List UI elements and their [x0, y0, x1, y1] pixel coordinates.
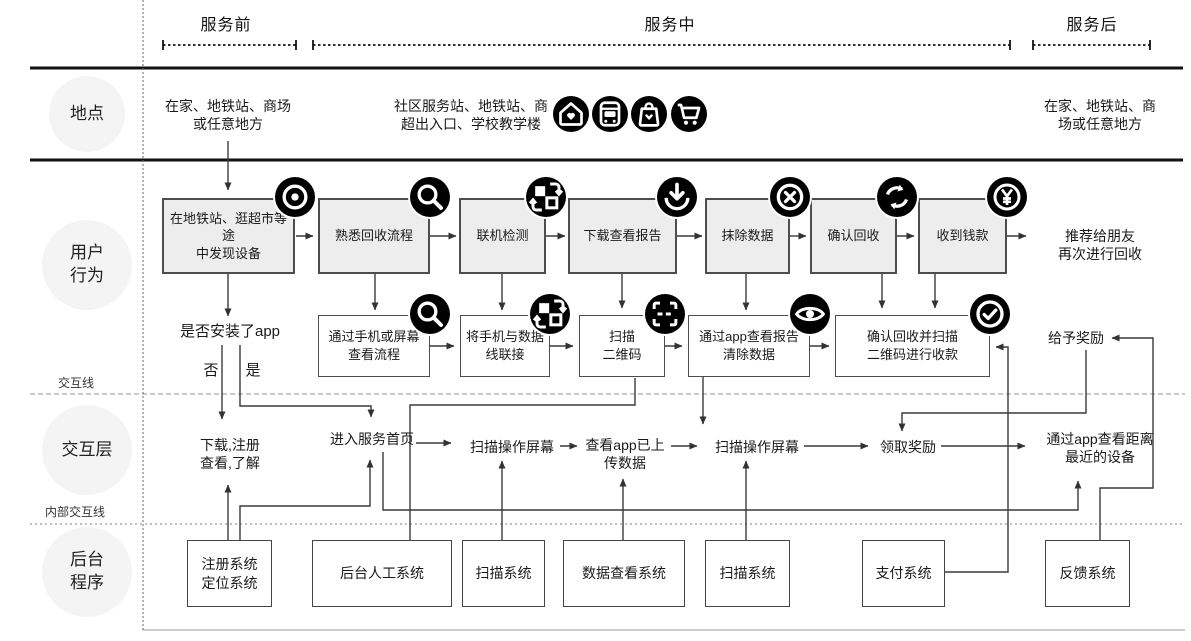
sync-icon: [530, 294, 570, 334]
step-confirm-and-scan-payment: 确认回收并扫描 二维码进行收款: [835, 315, 990, 377]
home-icon: [553, 96, 589, 132]
recycle-icon: [877, 177, 917, 217]
interaction-scan-operate-screen-1: 扫描操作屏幕: [470, 439, 554, 455]
step-download-report: 下载查看报告: [568, 198, 677, 274]
lane-backend: 后台 程序: [42, 527, 132, 617]
system-feedback: 反馈系统: [1045, 540, 1130, 607]
interaction-find-nearest-device: 通过app查看距离 最近的设备: [1046, 431, 1154, 466]
phase-during-service: 服务中: [644, 17, 696, 34]
sync-icon: [526, 177, 566, 217]
interaction-download-register: 下载,注册 查看,了解: [200, 437, 260, 472]
interaction-enter-service-home: 进入服务首页: [330, 431, 414, 447]
location-post-text: 在家、地铁站、商 场或任意地方: [1044, 98, 1156, 133]
step-connect-phone-cable: 将手机与数据 线联接: [460, 315, 550, 377]
recommend-friends-text: 推荐给朋友 再次进行回收: [1058, 228, 1142, 263]
location-pre-text: 在家、地铁站、商场 或任意地方: [165, 98, 291, 133]
search-icon: [410, 294, 450, 334]
internal-interaction-line-label: 内部交互线: [45, 505, 106, 519]
phase-bracket-lines: [162, 40, 1151, 50]
step-learn-recycle-process: 熟悉回收流程: [318, 198, 430, 274]
app-installed-question: 是否安装了app: [179, 323, 281, 340]
eye-icon: [790, 294, 830, 334]
system-data-view: 数据查看系统: [563, 540, 685, 607]
system-register-locate: 注册系统 定位系统: [187, 540, 272, 607]
lane-user-behavior: 用户 行为: [42, 220, 132, 310]
erase-icon: [770, 177, 810, 217]
give-reward-text: 给予奖励: [1048, 330, 1104, 346]
system-payment: 支付系统: [862, 540, 945, 607]
step-discover-device: 在地铁站、逛超市等途 中发现设备: [162, 198, 295, 274]
cart-icon: [671, 96, 707, 132]
branch-yes-label: 是: [245, 362, 261, 379]
check-icon: [970, 294, 1010, 334]
location-during-text: 社区服务站、地铁站、商 超出入口、学校教学楼: [394, 98, 548, 133]
bag-icon: [631, 96, 667, 132]
download-icon: [657, 177, 697, 217]
system-backend-manual: 后台人工系统: [312, 540, 452, 607]
step-view-process-on-screen: 通过手机或屏幕 查看流程: [318, 315, 430, 377]
lane-location: 地点: [49, 76, 125, 152]
system-scan-2: 扫描系统: [705, 540, 790, 607]
phase-pre-service: 服务前: [200, 17, 252, 34]
phase-post-service: 服务后: [1066, 17, 1118, 34]
bus-icon: [592, 96, 628, 132]
lane-interaction: 交互层: [42, 405, 132, 495]
discover-icon: [275, 177, 315, 217]
branch-no-label: 否: [203, 362, 219, 379]
scan-icon: [645, 294, 685, 334]
interaction-view-uploaded-data: 查看app已上 传数据: [585, 437, 665, 472]
interaction-claim-reward: 领取奖励: [880, 439, 936, 455]
search-icon: [410, 177, 450, 217]
system-scan-1: 扫描系统: [462, 540, 545, 607]
interaction-scan-operate-screen-2: 扫描操作屏幕: [715, 439, 799, 455]
interaction-line-label: 交互线: [58, 376, 95, 390]
step-view-report-clear-data: 通过app查看报告 清除数据: [688, 315, 810, 377]
step-receive-payment: 收到钱款: [918, 198, 1007, 274]
yen-icon: [987, 177, 1027, 217]
